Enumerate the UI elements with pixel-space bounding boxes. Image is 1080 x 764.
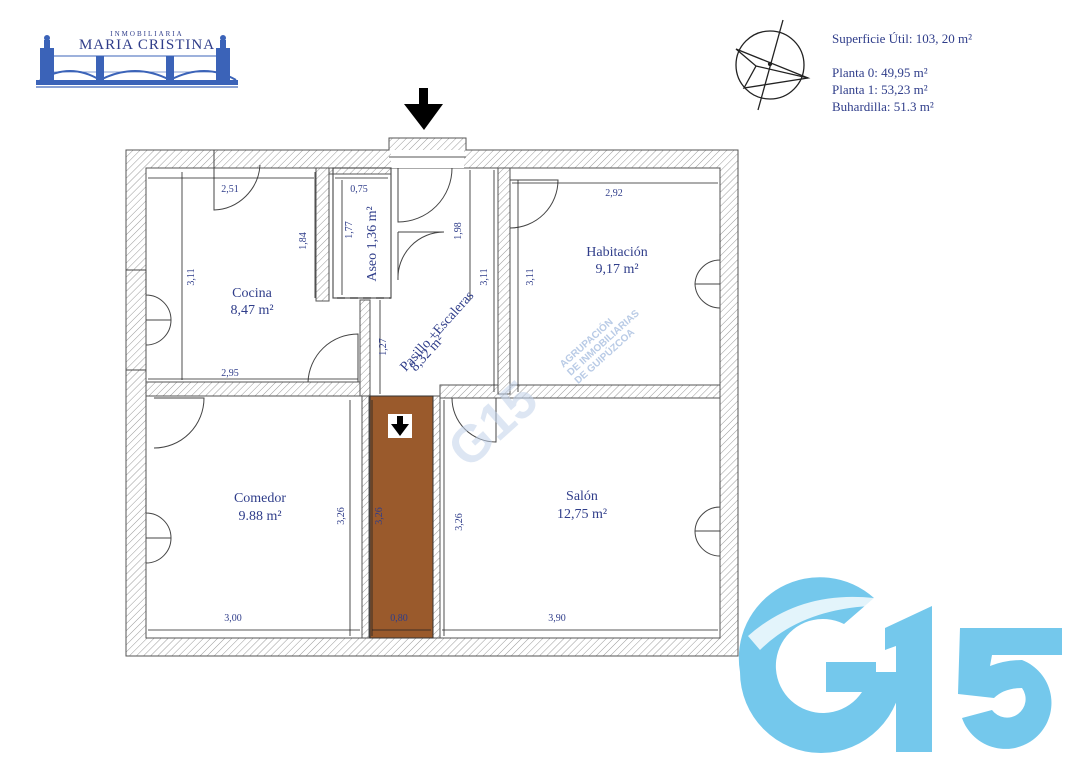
logo-tagline: INMOBILIARIA xyxy=(110,30,184,38)
planta-0: Planta 0: 49,95 m² xyxy=(832,65,928,80)
surface-info: Superficie Útil: 103, 20 m² Planta 0: 49… xyxy=(832,30,972,115)
room-salon-name: Salón xyxy=(566,489,598,504)
dim-label: 3,26 xyxy=(374,507,385,525)
dim-label: 2,92 xyxy=(605,188,623,199)
room-comedor-name: Comedor xyxy=(234,491,286,506)
dim-label: 2,51 xyxy=(221,184,239,195)
logo-name: MARIA CRISTINA xyxy=(78,37,216,53)
company-logo: INMOBILIARIA MARIA CRISTINA xyxy=(62,30,232,54)
dim-label: 3,11 xyxy=(479,268,490,285)
room-salon-area: 12,75 m² xyxy=(557,507,607,522)
room-aseo-name: Aseo 1,36 m² xyxy=(365,206,380,281)
dim-label: 3,90 xyxy=(548,613,566,624)
dim-label: 0,75 xyxy=(350,184,368,195)
dim-label: 3,26 xyxy=(336,507,347,525)
interior-walls xyxy=(145,167,721,639)
superficie-util: Superficie Útil: 103, 20 m² xyxy=(832,31,973,46)
compass-icon xyxy=(735,19,811,111)
entrance-gap xyxy=(391,150,464,168)
room-habitacion-area: 9,17 m² xyxy=(595,262,638,277)
doors xyxy=(126,150,721,564)
dim-label: 1,27 xyxy=(378,338,389,356)
logo-bridge-icon xyxy=(36,35,238,88)
dim-label: 1,84 xyxy=(298,232,309,250)
dim-label: 3,26 xyxy=(454,513,465,531)
room-cocina-name: Cocina xyxy=(232,286,272,301)
entry-arrow-icon xyxy=(404,88,443,130)
dim-label: 0,80 xyxy=(390,613,408,624)
outer-walls xyxy=(125,137,739,657)
room-cocina-area: 8,47 m² xyxy=(230,303,273,318)
room-habitacion-name: Habitación xyxy=(586,245,647,260)
buhardilla: Buhardilla: 51.3 m² xyxy=(832,99,934,114)
planta-1: Planta 1: 53,23 m² xyxy=(832,82,928,97)
dim-label: 2,95 xyxy=(221,368,239,379)
dim-label: 3,11 xyxy=(525,268,536,285)
dim-label: 1,98 xyxy=(453,222,464,240)
room-comedor-area: 9.88 m² xyxy=(238,509,281,524)
g15-logo xyxy=(738,577,1062,753)
stair-down-arrow-icon xyxy=(391,416,409,436)
dimension-lines xyxy=(148,170,718,636)
dim-label: 1,77 xyxy=(344,221,355,239)
dim-label: 3,00 xyxy=(224,613,242,624)
dim-label: 3,11 xyxy=(186,268,197,285)
